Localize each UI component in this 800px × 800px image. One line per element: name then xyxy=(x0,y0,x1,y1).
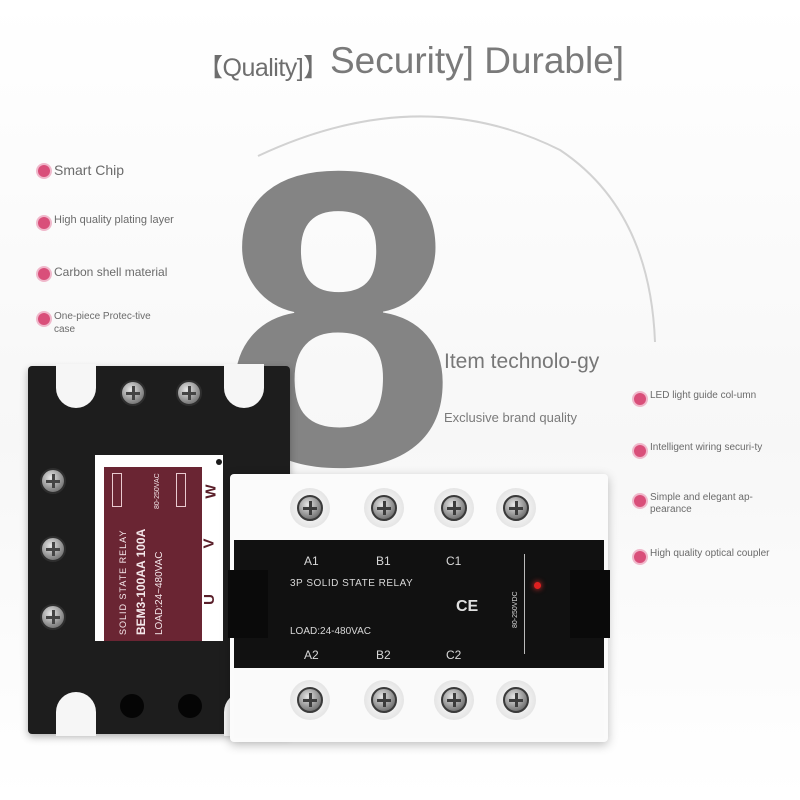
screw-icon xyxy=(40,604,66,630)
screw-icon xyxy=(441,687,467,713)
relay-model: BEM3-100AA 100A xyxy=(134,528,148,635)
relay-load: LOAD:24-480VAC xyxy=(290,626,371,637)
mount-ear xyxy=(570,570,610,638)
feature-item: High quality plating layer xyxy=(38,214,174,229)
input-rating: 80-250VAC xyxy=(154,473,161,509)
relay-label: 80-250VAC SOLID STATE RELAY BEM3-100AA 1… xyxy=(95,455,223,641)
screw-icon xyxy=(40,468,66,494)
screw-icon xyxy=(503,687,529,713)
screw-icon xyxy=(503,495,529,521)
white-relay-image: A1 B1 C1 3P SOLID STATE RELAY CE LOAD:24… xyxy=(228,474,610,742)
screw-icon xyxy=(297,687,323,713)
feature-label: One-piece Protec-tive case xyxy=(54,311,151,335)
led-indicator-icon xyxy=(534,582,541,589)
bullet-dot-icon xyxy=(634,393,646,405)
feature-item: Smart Chip xyxy=(38,162,124,178)
relay-type: SOLID STATE RELAY xyxy=(118,529,128,635)
terminal-letter: V xyxy=(200,538,218,549)
bullet-dot-icon xyxy=(38,268,50,280)
tech-subtitle: Exclusive brand quality xyxy=(444,410,577,425)
screw-icon xyxy=(441,495,467,521)
terminal-letter: W xyxy=(202,484,220,499)
terminal-label: A1 xyxy=(304,554,319,568)
mount-ear xyxy=(228,570,268,638)
screw-icon xyxy=(176,380,202,406)
terminal-label: B1 xyxy=(376,554,391,568)
terminal-label: C2 xyxy=(446,648,462,662)
divider-line xyxy=(524,554,525,654)
screw-icon xyxy=(120,380,146,406)
feature-item: Simple and elegant ap-pearance xyxy=(634,492,788,516)
feature-item: LED light guide col-umn xyxy=(634,390,788,405)
screw-icon xyxy=(371,495,397,521)
bullet-dot-icon xyxy=(634,495,646,507)
feature-label: Intelligent wiring securi-ty xyxy=(650,442,763,453)
label-panel: 80-250VAC SOLID STATE RELAY BEM3-100AA 1… xyxy=(104,459,222,641)
screw-icon xyxy=(40,536,66,562)
mount-notch xyxy=(56,692,96,736)
tech-title: Item technolo-gy xyxy=(444,350,600,373)
led-dot-icon xyxy=(216,459,222,465)
screw-icon xyxy=(297,495,323,521)
relay-face: A1 B1 C1 3P SOLID STATE RELAY CE LOAD:24… xyxy=(228,540,610,668)
ce-mark: CE xyxy=(456,598,479,615)
terminal-label: B2 xyxy=(376,648,391,662)
feature-label: High quality plating layer xyxy=(54,214,174,226)
header: 【Quality]】 Security] Durable] xyxy=(0,38,800,88)
feature-label: LED light guide col-umn xyxy=(650,390,757,401)
mount-notch xyxy=(224,364,264,408)
feature-label: Carbon shell material xyxy=(54,265,168,279)
terminal-hole xyxy=(178,694,202,718)
bottom-terminals xyxy=(234,668,604,738)
feature-label: Simple and elegant ap-pearance xyxy=(650,492,753,515)
header-main: Security] Durable] xyxy=(330,40,625,81)
mount-notch xyxy=(56,364,96,408)
relay-load: LOAD:24~480VAC xyxy=(154,551,165,635)
feature-item: Carbon shell material xyxy=(38,265,167,280)
bullet-dot-icon xyxy=(38,217,50,229)
terminal-letter: U xyxy=(200,594,218,605)
bullet-dot-icon xyxy=(38,165,50,177)
bullet-dot-icon xyxy=(634,445,646,457)
bullet-dot-icon xyxy=(38,313,50,325)
wire-line xyxy=(112,473,122,507)
terminal-label: A2 xyxy=(304,648,319,662)
feature-item: High quality optical coupler xyxy=(634,548,800,563)
screw-icon xyxy=(371,687,397,713)
wire-line xyxy=(176,473,186,507)
feature-item: Intelligent wiring securi-ty xyxy=(634,442,788,457)
feature-label: Smart Chip xyxy=(54,162,125,178)
terminal-hole xyxy=(120,694,144,718)
terminal-label: C1 xyxy=(446,554,462,568)
input-rating: 80-250VDC xyxy=(512,591,519,628)
header-quality: 【Quality]】 xyxy=(198,54,328,82)
bullet-dot-icon xyxy=(634,551,646,563)
feature-label: High quality optical coupler xyxy=(650,548,770,559)
feature-item: One-piece Protec-tive case xyxy=(38,310,164,336)
relay-title: 3P SOLID STATE RELAY xyxy=(290,578,414,589)
